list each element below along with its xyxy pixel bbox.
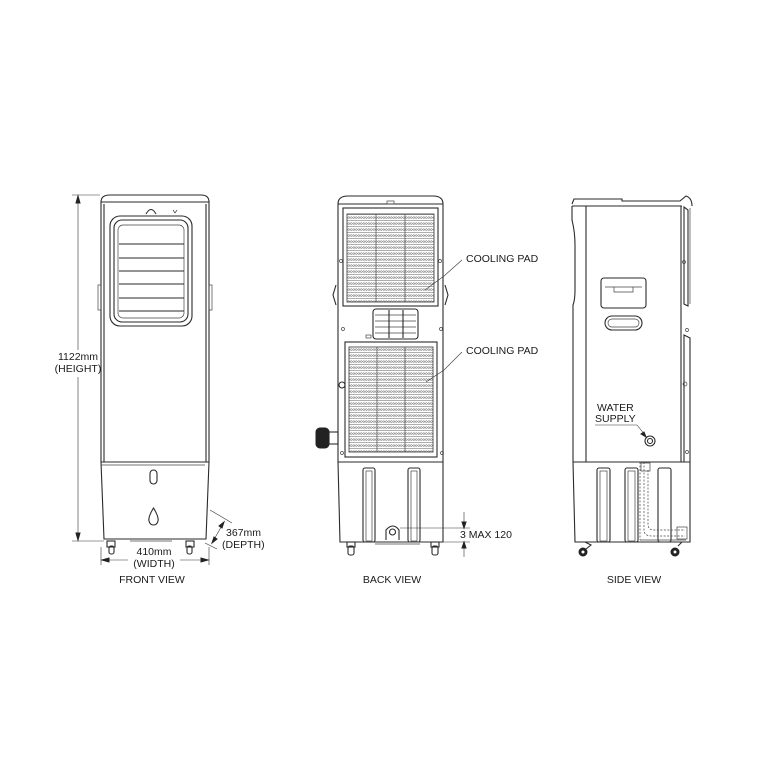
front-wheel-left [106,540,116,555]
drain-outlet [388,528,397,536]
front-wheel-right [185,540,195,555]
water-level-indicator [149,469,158,485]
front-view-drawing [97,194,213,555]
water-supply-callout-line1: WATER [597,402,634,414]
back-view-drawing [315,195,449,556]
width-dimension-value: 410mm [136,546,172,558]
side-handle [600,277,647,309]
water-inlet-knob [315,427,330,449]
back-callouts [400,259,470,557]
side-view-drawing [571,195,693,557]
height-dimension-value: 1122mm [57,351,99,363]
side-wheel-left [578,541,593,557]
side-wheel-right [670,541,683,557]
front-dimensions [72,194,233,565]
side-grip-slot [604,315,643,331]
front-view-caption: FRONT VIEW [119,574,185,586]
width-dimension-label: (WIDTH) [133,558,175,570]
side-view-caption: SIDE VIEW [606,574,662,586]
height-dimension-label: (HEIGHT) [54,363,102,375]
cooling-pad-callout-lower: COOLING PAD [466,345,539,357]
louvers [119,243,184,312]
water-drop-icon [148,506,159,526]
side-callouts [595,424,648,439]
upper-cooling-pad [346,213,435,303]
water-supply-callout-line2: SUPPLY [595,413,636,425]
drain-height-dimension: 3 MAX 120 [460,529,512,541]
back-grille [372,308,419,340]
depth-dimension-label: (DEPTH) [222,539,265,551]
depth-dimension-value: 367mm [226,527,262,539]
water-supply-port [644,435,656,447]
cooling-pad-callout-upper: COOLING PAD [466,253,539,265]
back-view-caption: BACK VIEW [362,574,422,586]
louver-frame-outer [109,215,193,327]
lower-cooling-pad [348,346,434,453]
